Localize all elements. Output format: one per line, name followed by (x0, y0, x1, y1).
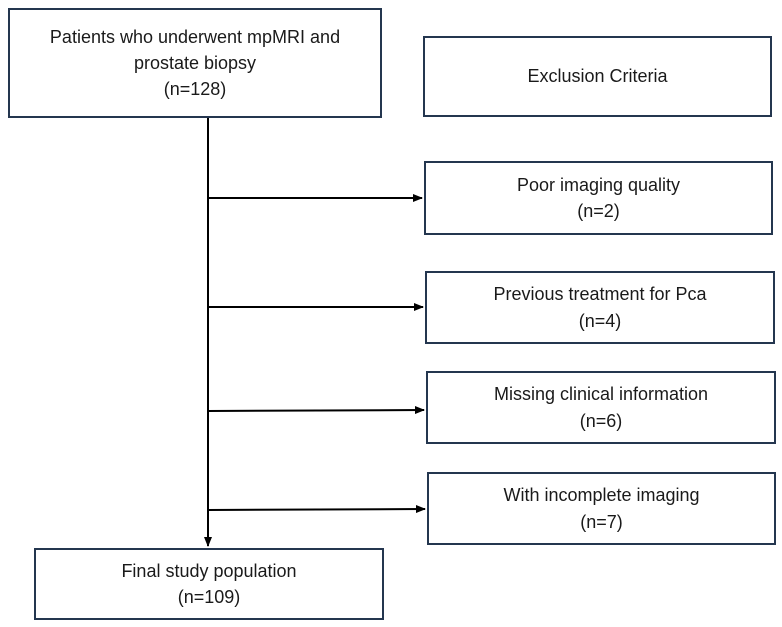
exclusion-label: Missing clinical information (493, 384, 709, 405)
exclusion-arrow-4 (207, 505, 426, 514)
exclusion-count: (n=6) (579, 410, 623, 431)
exclusion-box-incomplete-imaging: With incomplete imaging (n=7) (427, 472, 776, 545)
exclusion-label: Previous treatment for Pca (493, 284, 707, 305)
exclusion-arrow-3 (207, 406, 425, 415)
initial-cohort-box: Patients who underwent mpMRI and prostat… (8, 8, 382, 118)
exclusion-count: (n=2) (577, 201, 620, 221)
initial-cohort-count: (n=128) (163, 79, 227, 100)
exclusion-criteria-header-box: Exclusion Criteria (423, 36, 772, 117)
final-population-count: (n=109) (177, 587, 241, 607)
exclusion-count: (n=4) (578, 310, 622, 331)
exclusion-label: Poor imaging quality (516, 174, 681, 195)
initial-cohort-line2: prostate biopsy (133, 52, 257, 73)
final-population-box: Final study population (n=109) (34, 548, 384, 620)
exclusion-criteria-title: Exclusion Criteria (527, 66, 668, 87)
initial-cohort-line1: Patients who underwent mpMRI and (49, 26, 341, 47)
final-population-label: Final study population (121, 560, 297, 581)
exclusion-label: With incomplete imaging (503, 485, 700, 506)
exclusion-count: (n=7) (580, 511, 623, 532)
exclusion-box-missing-clinical: Missing clinical information (n=6) (426, 371, 776, 444)
exclusion-box-poor-imaging: Poor imaging quality (n=2) (424, 161, 773, 235)
exclusion-box-previous-treatment: Previous treatment for Pca (n=4) (425, 271, 775, 344)
